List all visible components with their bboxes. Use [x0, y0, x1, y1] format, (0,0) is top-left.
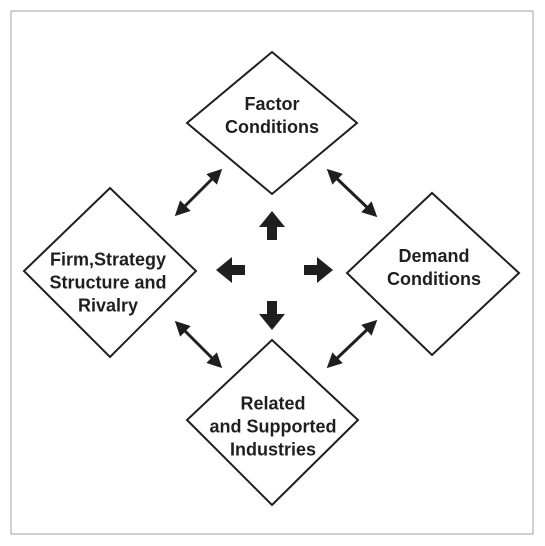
- demand-conditions-label: Demand Conditions: [387, 245, 481, 291]
- related-industries-line-3: Industries: [229, 439, 317, 460]
- factor-conditions-line-2: Conditions: [225, 117, 319, 137]
- factor-conditions-line-1: Factor: [244, 94, 300, 114]
- center-arrow-right: [304, 257, 333, 283]
- demand-conditions-line-1: Demand: [398, 246, 470, 266]
- firm-strategy-line-1: Firm,Strategy: [49, 249, 167, 270]
- center-arrow-left: [216, 257, 245, 283]
- firm-strategy-diamond: [22, 186, 198, 359]
- factor-conditions-diamond: [185, 50, 359, 196]
- center-arrow-down: [259, 301, 285, 330]
- firm-strategy-label: Firm,Strategy Structure and Rivalry: [49, 249, 166, 318]
- firm-strategy-line-3: Rivalry: [77, 295, 139, 316]
- double-arrow-related-demand: [326, 319, 378, 369]
- double-arrow-firm-factor: [174, 168, 223, 217]
- demand-conditions-line-2: Conditions: [387, 269, 481, 289]
- outer-border: [10, 10, 534, 535]
- double-arrow-factor-demand: [326, 168, 378, 218]
- related-industries-diamond: [185, 338, 360, 507]
- center-arrow-up: [259, 211, 285, 240]
- firm-strategy-line-2: Structure and: [49, 272, 167, 293]
- demand-conditions-diamond: [345, 191, 521, 357]
- double-arrow-firm-related: [174, 320, 223, 369]
- related-industries-line-1: Related: [240, 393, 306, 414]
- factor-conditions-label: Factor Conditions: [225, 93, 319, 139]
- related-industries-label: Related and Supported Industries: [210, 393, 337, 462]
- related-industries-line-2: and Supported: [209, 416, 337, 437]
